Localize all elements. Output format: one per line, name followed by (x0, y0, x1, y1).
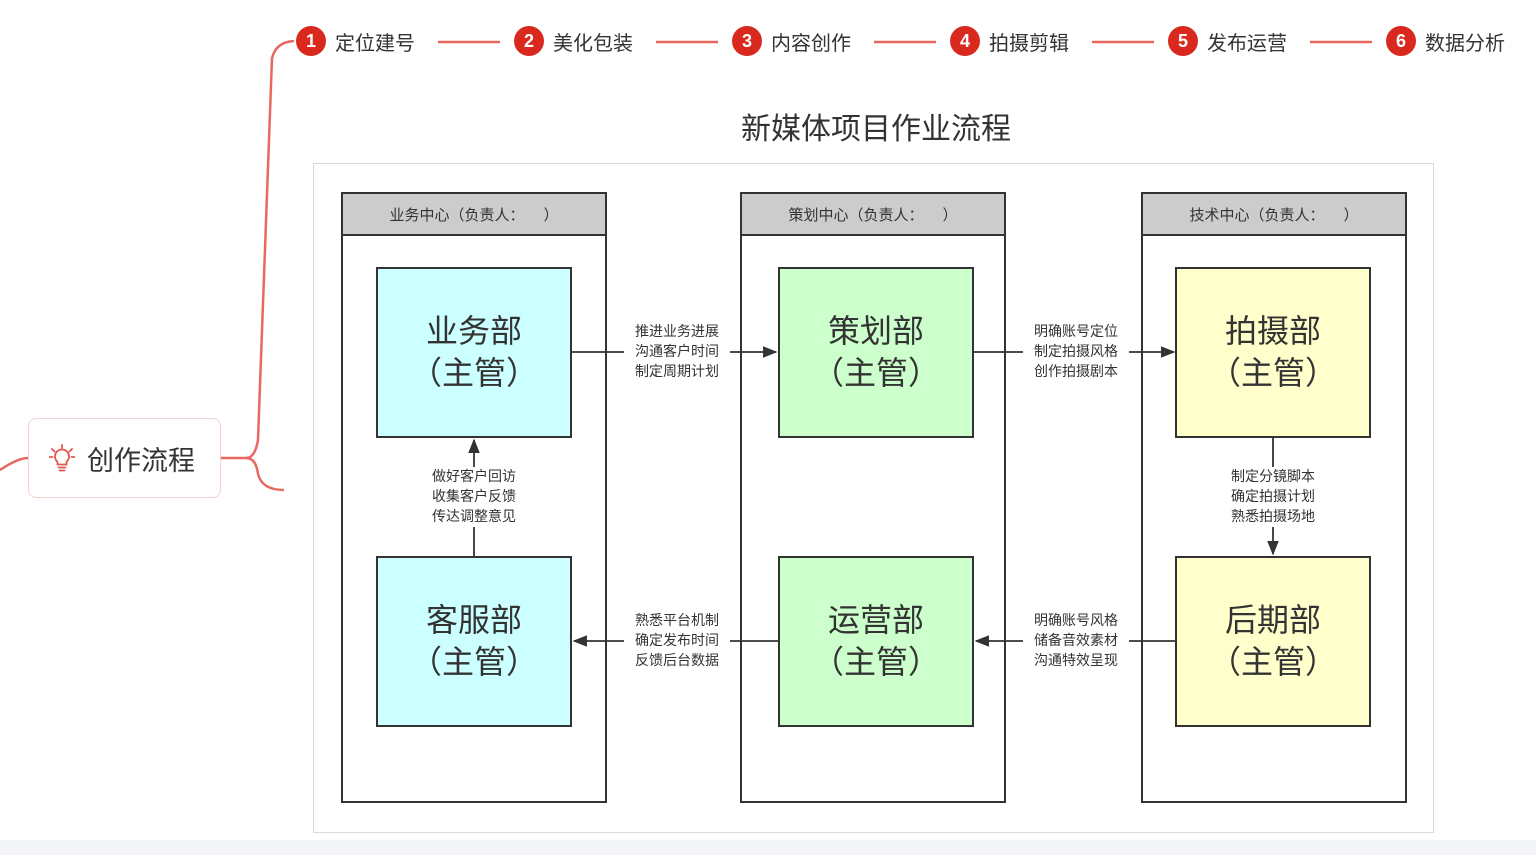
dept-name: 运营部 (827, 600, 924, 639)
root-topic-label: 创作流程 (87, 445, 195, 477)
edge-label-line: 创作拍摄剧本 (1034, 364, 1118, 380)
dept-name: 拍摄部 (1224, 311, 1321, 350)
step-label: 拍摄剪辑 (989, 30, 1069, 55)
dept-shooting[interactable]: 拍摄部 （主管） (1175, 267, 1371, 438)
canvas-bottom-strip (0, 840, 1536, 855)
dept-name: 后期部 (1224, 600, 1321, 639)
edge-label-line: 确定拍摄计划 (1231, 489, 1315, 505)
dept-name: 策划部 (827, 311, 924, 350)
edge-label-line: 制定分镜脚本 (1231, 469, 1315, 485)
root-lower-branch (245, 456, 285, 492)
step-number-badge: 6 (1386, 26, 1416, 56)
dept-customer-service[interactable]: 客服部 （主管） (376, 556, 572, 727)
lightbulb-icon (49, 444, 75, 472)
dept-operations[interactable]: 运营部 （主管） (778, 556, 974, 727)
edge-label-line: 明确账号风格 (1034, 613, 1118, 629)
root-incoming-branch (0, 456, 29, 472)
step-number-badge: 1 (296, 26, 326, 56)
edge-label-business-to-planning: 推进业务进展 沟通客户时间 制定周期计划 (624, 322, 730, 382)
swimlane-header: 策划中心（负责人： ） (742, 194, 1004, 236)
edge-label-shooting-to-post: 制定分镜脚本 确定拍摄计划 熟悉拍摄场地 (1220, 467, 1326, 527)
step-4[interactable]: 4 拍摄剪辑 (950, 24, 1069, 58)
edge-label-line: 储备音效素材 (1034, 633, 1118, 649)
step-1[interactable]: 1 定位建号 (296, 24, 415, 58)
swimlane-header: 业务中心（负责人： ） (343, 194, 605, 236)
dept-role: （主管） (409, 353, 538, 392)
dept-role: （主管） (811, 353, 940, 392)
step-label: 定位建号 (335, 30, 415, 55)
step-label: 美化包装 (553, 30, 633, 55)
dept-name: 业务部 (425, 311, 522, 350)
edge-label-line: 制定拍摄风格 (1034, 344, 1118, 360)
dept-post-production[interactable]: 后期部 （主管） (1175, 556, 1371, 727)
edge-label-line: 熟悉平台机制 (635, 613, 719, 629)
step-3[interactable]: 3 内容创作 (732, 24, 851, 58)
root-outgoing-branch (221, 39, 295, 460)
step-number-badge: 3 (732, 26, 762, 56)
dept-name: 客服部 (425, 600, 522, 639)
edge-label-line: 制定周期计划 (635, 364, 719, 380)
edge-label-post-to-operations: 明确账号风格 储备音效素材 沟通特效呈现 (1023, 611, 1129, 671)
edge-label-cs-to-business: 做好客户回访 收集客户反馈 传达调整意见 (421, 467, 527, 527)
dept-role: （主管） (1208, 353, 1337, 392)
edge-label-line: 收集客户反馈 (432, 489, 516, 505)
dept-planning[interactable]: 策划部 （主管） (778, 267, 974, 438)
swimlane-header: 技术中心（负责人： ） (1143, 194, 1405, 236)
edge-label-line: 反馈后台数据 (635, 653, 719, 669)
step-label: 数据分析 (1425, 30, 1505, 55)
edge-label-line: 确定发布时间 (635, 633, 719, 649)
edge-label-line: 明确账号定位 (1034, 324, 1118, 340)
step-number-badge: 4 (950, 26, 980, 56)
edge-label-line: 传达调整意见 (432, 509, 516, 525)
dept-role: （主管） (1208, 642, 1337, 681)
dept-business[interactable]: 业务部 （主管） (376, 267, 572, 438)
diagram-title: 新媒体项目作业流程 (741, 112, 1011, 147)
edge-label-operations-to-cs: 熟悉平台机制 确定发布时间 反馈后台数据 (624, 611, 730, 671)
root-topic-node[interactable]: 创作流程 (28, 418, 221, 498)
edge-label-line: 推进业务进展 (635, 324, 719, 340)
step-2[interactable]: 2 美化包装 (514, 24, 633, 58)
edge-label-line: 熟悉拍摄场地 (1231, 509, 1315, 525)
step-label: 内容创作 (771, 30, 851, 55)
step-label: 发布运营 (1207, 30, 1287, 55)
step-number-badge: 2 (514, 26, 544, 56)
step-5[interactable]: 5 发布运营 (1168, 24, 1287, 58)
edge-label-line: 沟通特效呈现 (1034, 653, 1118, 669)
dept-role: （主管） (811, 642, 940, 681)
edge-label-planning-to-shooting: 明确账号定位 制定拍摄风格 创作拍摄剧本 (1023, 322, 1129, 382)
step-number-badge: 5 (1168, 26, 1198, 56)
step-6[interactable]: 6 数据分析 (1386, 24, 1505, 58)
edge-label-line: 沟通客户时间 (635, 344, 719, 360)
dept-role: （主管） (409, 642, 538, 681)
edge-label-line: 做好客户回访 (432, 469, 516, 485)
